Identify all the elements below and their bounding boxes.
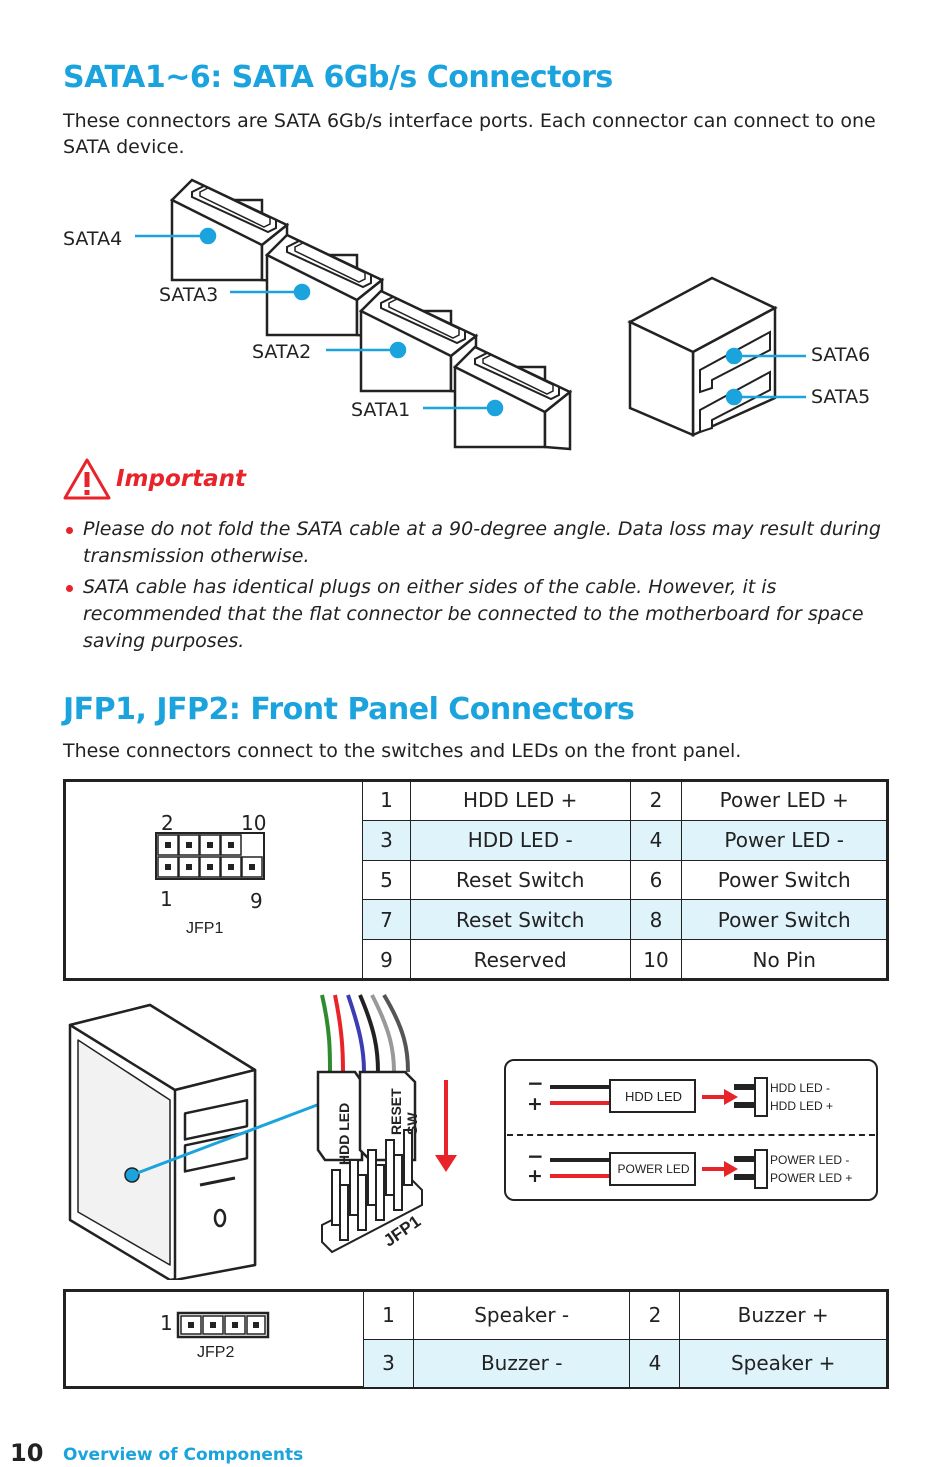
jfp1-name: JFP1 [186, 920, 224, 937]
divider [507, 1134, 875, 1136]
table-row: 7 Reset Switch 8 Power Switch [362, 899, 887, 941]
sata2-label: SATA2 [252, 341, 312, 363]
important-title: Important [116, 466, 247, 492]
pin-number: 8 [629, 899, 683, 941]
pin-name: Speaker + [679, 1338, 887, 1388]
front-panel-illustration [68, 993, 457, 1280]
page-number: 10 [10, 1439, 44, 1467]
pin-name: Buzzer - [412, 1338, 631, 1388]
pin-name: Reset Switch [409, 859, 631, 901]
pin-number: 9 [362, 939, 411, 980]
jfp1-pin-label-1: 1 [160, 887, 173, 911]
sata-title: SATA1~6: SATA 6Gb/s Connectors [63, 60, 613, 95]
pc-case-icon [68, 1003, 257, 1280]
pin-number: 4 [629, 819, 683, 861]
jfp2-pin-table: 1 Speaker - 2 Buzzer + 3 Buzzer - 4 Spea… [363, 1290, 887, 1388]
table-row: 1 HDD LED + 2 Power LED + [362, 780, 887, 821]
sata1-label: SATA1 [351, 399, 411, 421]
jfp-title: JFP1, JFP2: Front Panel Connectors [63, 692, 635, 727]
plus-sign: + [527, 1093, 543, 1115]
jfp1-header-icon [155, 832, 265, 880]
cable-label-reset-sw: RESET SW [388, 1088, 420, 1135]
table-row: 5 Reset Switch 6 Power Switch [362, 859, 887, 901]
jfp2-header-icon [176, 1311, 270, 1339]
jfp1-pin-label-2: 2 [161, 811, 174, 835]
important-list: Please do not fold the SATA cable at a 9… [63, 516, 893, 659]
warning-icon [63, 458, 111, 500]
power-led-minus-label: POWER LED - [770, 1153, 850, 1167]
cable-label-hdd-led: HDD LED [336, 1102, 352, 1165]
pin-name: Reset Switch [409, 899, 631, 941]
pin-name: Power LED - [681, 819, 887, 861]
pin-name: Reserved [409, 939, 631, 980]
hdd-led-plus-label: HDD LED + [770, 1099, 834, 1113]
pin-name: Power Switch [681, 899, 887, 941]
pin-number: 10 [629, 939, 683, 980]
sata1-connector [453, 345, 572, 451]
plus-sign: + [527, 1165, 543, 1187]
table-row: 3 HDD LED - 4 Power LED - [362, 819, 887, 861]
pin-number: 6 [629, 859, 683, 901]
sata-connectors-diagram [135, 178, 806, 451]
pin-number: 4 [629, 1338, 681, 1388]
pin-number: 2 [629, 780, 683, 821]
pin-name: No Pin [681, 939, 887, 980]
power-led-plug-label: POWER LED [617, 1162, 690, 1176]
table-row: 3 Buzzer - 4 Speaker + [363, 1338, 887, 1388]
important-item: Please do not fold the SATA cable at a 9… [63, 516, 893, 570]
led-polarity-box [504, 1059, 878, 1201]
sata5-label: SATA5 [811, 386, 871, 408]
pin-name: HDD LED + [409, 780, 631, 821]
jfp-description: These connectors connect to the switches… [63, 740, 742, 762]
table-row: 1 Speaker - 2 Buzzer + [363, 1290, 887, 1340]
sata4-label: SATA4 [63, 228, 123, 250]
pin-name: HDD LED - [409, 819, 631, 861]
jfp1-pin-label-9: 9 [250, 889, 263, 913]
jfp1-pin-label-10: 10 [241, 811, 267, 835]
important-item: SATA cable has identical plugs on either… [63, 574, 893, 655]
pin-name: Power LED + [681, 780, 887, 821]
table-row: 9 Reserved 10 No Pin [362, 939, 887, 980]
jfp2-pin-label-1: 1 [160, 1311, 173, 1335]
minus-sign: − [527, 1144, 544, 1168]
jfp1-pin-table: 1 HDD LED + 2 Power LED + 3 HDD LED - 4 … [362, 780, 887, 980]
sata6-label: SATA6 [811, 344, 871, 366]
power-led-plus-label: POWER LED + [770, 1171, 853, 1185]
hdd-led-minus-label: HDD LED - [770, 1081, 831, 1095]
pin-number: 5 [362, 859, 411, 901]
pin-name: Speaker - [412, 1290, 631, 1340]
pin-number: 7 [362, 899, 411, 941]
hdd-led-plug-label: HDD LED [624, 1089, 683, 1104]
pin-number: 1 [363, 1290, 414, 1340]
pin-number: 2 [629, 1290, 681, 1340]
led-polarity-diagram [550, 1077, 768, 1189]
minus-sign: − [527, 1071, 544, 1095]
pin-number: 1 [362, 780, 411, 821]
sata-description: These connectors are SATA 6Gb/s interfac… [63, 110, 876, 158]
jfp2-name: JFP2 [197, 1344, 235, 1361]
pin-number: 3 [362, 819, 411, 861]
pin-name: Buzzer + [679, 1290, 887, 1340]
sata3-label: SATA3 [159, 284, 219, 306]
pin-name: Power Switch [681, 859, 887, 901]
pin-number: 3 [363, 1338, 414, 1388]
footer-section: Overview of Components [63, 1445, 304, 1465]
